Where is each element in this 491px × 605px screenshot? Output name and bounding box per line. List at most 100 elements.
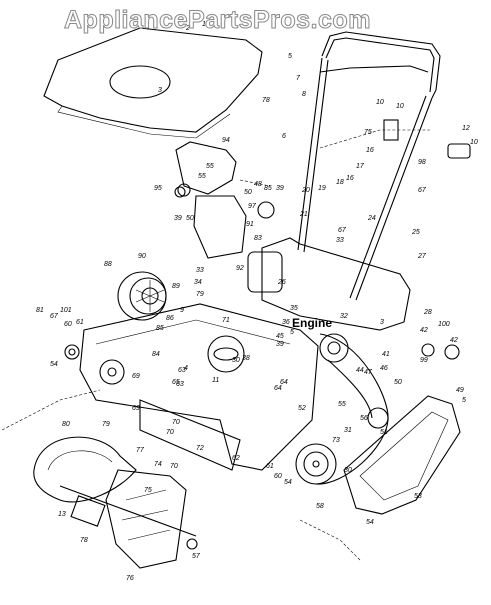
part-number: 95	[154, 185, 162, 192]
part-number: 50	[394, 379, 402, 386]
right-handle-rail	[355, 97, 433, 301]
part-number: 41	[382, 351, 390, 358]
part-number: 64	[274, 385, 282, 392]
upper-handle	[321, 31, 441, 99]
part-number: 53	[414, 493, 422, 500]
part-number: 100	[438, 321, 450, 328]
part-number: 8	[302, 91, 306, 98]
part-number: 42	[450, 337, 458, 344]
part-number: 75	[144, 487, 152, 494]
part-number: 34	[194, 279, 202, 286]
part-number: 55	[198, 173, 206, 180]
part-number: 85	[264, 185, 272, 192]
part-number: 33	[196, 267, 204, 274]
part-number: 11	[212, 377, 219, 384]
part-number: 79	[102, 421, 110, 428]
engine-label: Engine	[292, 316, 333, 330]
part-number: 55	[338, 401, 346, 408]
part-number: 55	[206, 163, 214, 170]
part-number: 54	[50, 361, 58, 368]
part-number: 5	[288, 53, 292, 60]
part-number: 10	[470, 139, 478, 146]
part-number: 91	[246, 221, 254, 228]
part-number: 33	[336, 237, 344, 244]
part-number: 54	[366, 519, 374, 526]
part-number: 16	[346, 175, 354, 182]
part-number: 78	[80, 537, 88, 544]
part-number: 28	[423, 309, 432, 316]
drive-belt	[315, 333, 389, 485]
part-number: 94	[222, 137, 230, 144]
part-number: 70	[170, 463, 178, 470]
belt-cover	[343, 395, 461, 515]
auger-shaft	[59, 485, 197, 537]
left-handle-rail	[297, 57, 323, 251]
part-number: 75	[364, 129, 372, 136]
part-number: 98	[418, 159, 426, 166]
part-number: 49	[456, 387, 464, 394]
part-number: 2	[185, 25, 190, 32]
part-number: 78	[262, 97, 270, 104]
part-number: 80	[62, 421, 70, 428]
part-number: 64	[280, 379, 288, 386]
part-number: 36	[282, 319, 290, 326]
part-number: 39	[276, 341, 284, 348]
part-number: 51	[380, 429, 388, 436]
part-number: 24	[367, 215, 376, 222]
part-number: 69	[132, 373, 140, 380]
watermark: AppliancePartsPros.com	[64, 6, 371, 35]
part-number: 101	[60, 307, 72, 314]
part-number: 45	[276, 333, 284, 340]
part-number: 38	[242, 355, 250, 362]
part-number: 92	[236, 265, 244, 272]
auger-left	[33, 436, 137, 503]
part-number: 61	[76, 319, 84, 326]
part-number: 4	[184, 365, 188, 372]
large-pulley	[295, 443, 337, 485]
part-number: 70	[172, 419, 180, 426]
part-number: 10	[376, 99, 384, 106]
chute	[175, 141, 237, 195]
part-number: 67	[50, 313, 59, 320]
part-number: 79	[196, 291, 204, 298]
part-number: 6	[282, 133, 286, 140]
part-number: 13	[58, 511, 66, 518]
part-number: 5	[462, 397, 466, 404]
part-number: 72	[196, 445, 204, 452]
part-number: 52	[298, 405, 306, 412]
part-number: 10	[396, 103, 404, 110]
part-number: 25	[411, 229, 420, 236]
part-number-labels: 1 2 3 5 78 7 6 8 10 75 10 12 10 16 98 94…	[36, 21, 478, 582]
part-number: 3	[380, 319, 384, 326]
part-number: 30	[232, 357, 240, 364]
part-number: 84	[152, 351, 160, 358]
part-number: 32	[340, 313, 348, 320]
shield-hole	[109, 65, 171, 99]
part-number: 60	[274, 473, 282, 480]
part-number: 9	[180, 307, 184, 314]
part-number: 35	[290, 305, 298, 312]
part-number: 46	[380, 365, 388, 372]
part-number: 50	[186, 215, 194, 222]
auger-right	[105, 469, 187, 569]
part-number: 69	[132, 405, 140, 412]
part-number: 3	[158, 87, 162, 94]
top-shield	[43, 27, 263, 133]
part-number: 27	[417, 253, 427, 260]
part-number: 89	[172, 283, 180, 290]
part-number: 81	[36, 307, 44, 314]
part-number: 56	[360, 415, 368, 422]
part-number: 30	[344, 467, 352, 474]
part-number: 99	[420, 357, 428, 364]
part-number: 70	[166, 429, 174, 436]
part-number: 62	[232, 455, 240, 462]
part-number: 31	[344, 427, 352, 434]
part-number: 17	[356, 163, 365, 170]
part-number: 71	[222, 317, 230, 324]
part-number: 42	[420, 327, 428, 334]
engine-block	[261, 237, 411, 331]
part-number: 19	[318, 185, 326, 192]
part-number: 65	[172, 379, 180, 386]
part-number: 47	[364, 369, 373, 376]
part-number: 16	[366, 147, 374, 154]
